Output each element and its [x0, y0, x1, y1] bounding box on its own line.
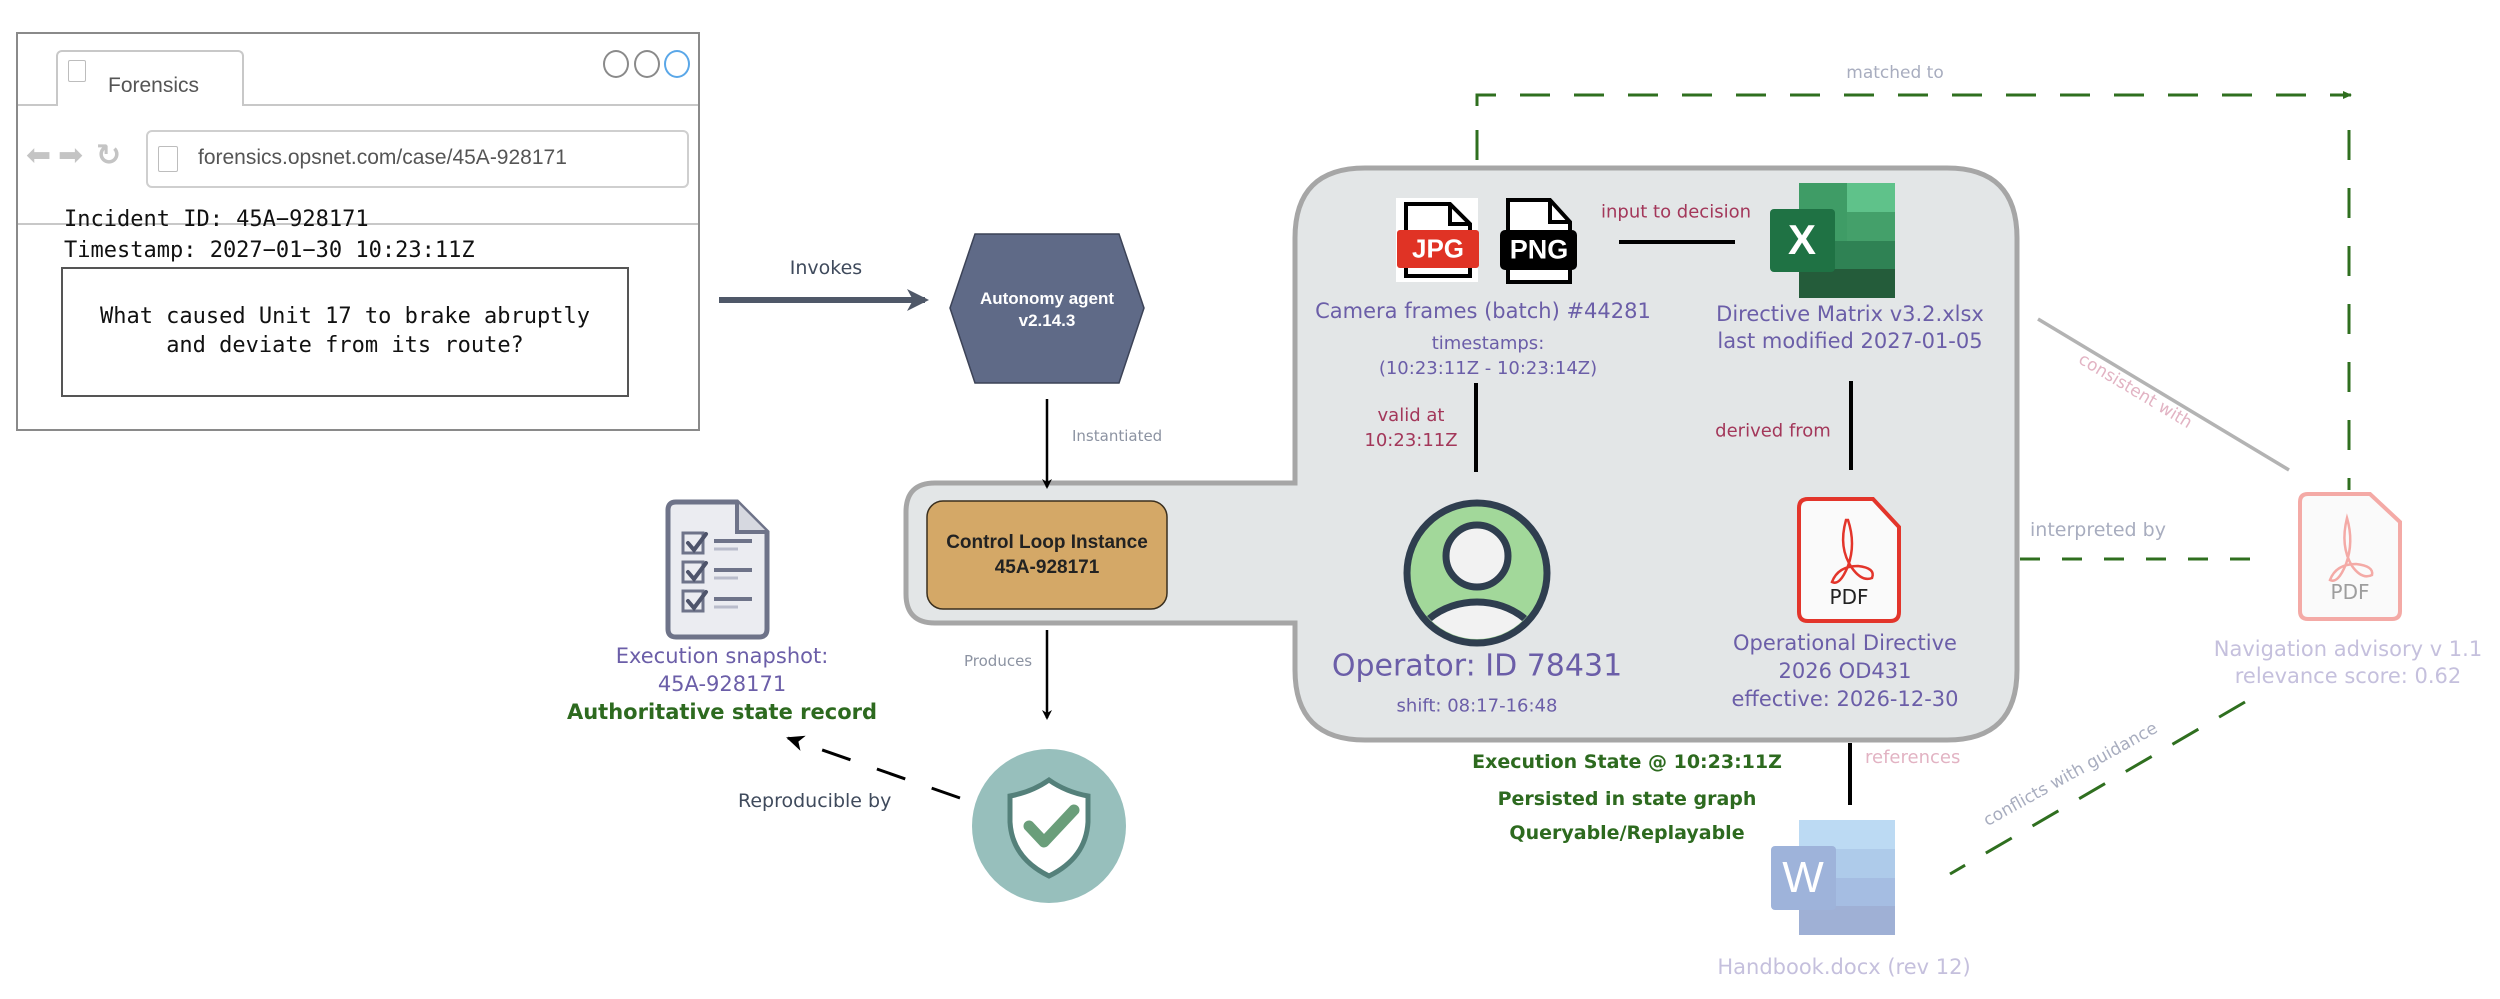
page-icon — [68, 60, 86, 82]
execution-state-title: Execution State @ 10:23:11Z — [1472, 751, 1782, 773]
op-directive-id: 2026 OD431 — [1778, 659, 1912, 683]
interpreted-by-label: interpreted by — [2030, 519, 2166, 541]
control-loop-id: 45A-928171 — [994, 557, 1100, 578]
execution-state-notes: Persisted in state graph Queryable/Repla… — [1498, 782, 1757, 850]
agent-version: v2.14.3 — [1018, 311, 1076, 330]
control-loop-label: Control Loop Instance 45A-928171 — [946, 530, 1148, 580]
valid-at-text: valid at — [1377, 405, 1445, 426]
directive-matrix-label: Directive Matrix v3.2.xlsx last modified… — [1716, 301, 1984, 355]
incident-id: Incident ID: 45A−928171 — [64, 207, 369, 232]
tab-bar-divider — [18, 104, 698, 106]
word-file-icon[interactable] — [1771, 820, 1895, 935]
png-file-icon[interactable] — [1500, 198, 1577, 284]
shield-check-icon[interactable] — [972, 749, 1126, 903]
reload-icon[interactable]: ↻ — [96, 138, 122, 173]
camera-timestamps: timestamps: (10:23:11Z - 10:23:14Z) — [1379, 331, 1597, 381]
op-directive-title: Operational Directive — [1733, 631, 1957, 655]
window-button-1[interactable] — [603, 50, 629, 78]
directive-matrix-title: Directive Matrix v3.2.xlsx — [1716, 302, 1984, 326]
consistent-with-edge — [2037, 317, 2290, 472]
operator-title: Operator: ID 78431 — [1331, 648, 1623, 684]
control-loop-title: Control Loop Instance — [946, 532, 1148, 553]
jpg-file-icon[interactable] — [1396, 198, 1479, 282]
png-badge: PNG — [1509, 234, 1569, 265]
reproducible-by-arrow — [786, 735, 961, 800]
matched-to-edge — [1475, 91, 2352, 490]
advisory-pdf-badge: PDF — [2330, 580, 2370, 604]
autonomy-agent-node[interactable] — [949, 233, 1145, 384]
advisory-pdf-icon[interactable] — [2298, 492, 2402, 621]
operational-directive-label: Operational Directive 2026 OD431 effecti… — [1731, 629, 1958, 713]
navigation-advisory-label: Navigation advisory v 1.1 relevance scor… — [2214, 636, 2482, 690]
address-bar[interactable]: forensics.opsnet.com/case/45A-928171 — [146, 130, 689, 188]
invokes-label: Invokes — [789, 257, 863, 279]
timestamps-range: (10:23:11Z - 10:23:14Z) — [1378, 358, 1598, 379]
arrow-right-icon[interactable]: ➡ — [58, 138, 84, 173]
tab-title: Forensics — [108, 74, 200, 97]
execution-snapshot-label: Execution snapshot: 45A-928171 Authorita… — [567, 642, 877, 726]
jpg-badge: JPG — [1411, 233, 1465, 264]
autonomy-agent-label: Autonomy agent v2.14.3 — [980, 288, 1114, 332]
reproducible-by-label: Reproducible by — [738, 790, 892, 812]
handbook-label: Handbook.docx (rev 12) — [1717, 955, 1971, 979]
question-box: What caused Unit 17 to brake abruptly an… — [61, 267, 629, 397]
input-to-decision-label: input to decision — [1600, 201, 1752, 223]
incident-timestamp: Timestamp: 2027−01−30 10:23:11Z — [64, 238, 475, 263]
url-text: forensics.opsnet.com/case/45A-928171 — [198, 146, 567, 169]
question-line-2: and deviate from its route? — [166, 333, 524, 358]
window-button-2[interactable] — [634, 50, 660, 78]
derived-from-label: derived from — [1715, 420, 1831, 442]
directive-matrix-modified: last modified 2027-01-05 — [1717, 329, 1983, 353]
page-icon — [158, 146, 178, 172]
execution-state-panel — [903, 165, 2020, 743]
matched-to-label: matched to — [1846, 63, 1944, 83]
advisory-title: Navigation advisory v 1.1 — [2213, 637, 2483, 661]
user-avatar-icon[interactable] — [1403, 499, 1551, 718]
incident-info: Incident ID: 45A−928171 Timestamp: 2027−… — [64, 204, 475, 266]
snapshot-id: 45A-928171 — [657, 672, 787, 696]
op-directive-effective: effective: 2026-12-30 — [1731, 687, 1959, 711]
instantiated-label: Instantiated — [1072, 427, 1163, 445]
valid-at-time: 10:23:11Z — [1364, 430, 1458, 451]
pdf-badge: PDF — [1829, 585, 1869, 609]
question-line-1: What caused Unit 17 to brake abruptly — [99, 304, 591, 329]
browser-window: Forensics ⬅ ➡ ↻ forensics.opsnet.com/cas… — [16, 32, 700, 431]
conflicts-with-guidance-edge — [1949, 700, 2246, 876]
checklist-document-icon — [665, 499, 770, 640]
window-button-3[interactable] — [664, 50, 690, 78]
queryable-note: Queryable/Replayable — [1509, 822, 1745, 844]
pdf-file-icon[interactable] — [1797, 497, 1901, 623]
control-loop-node[interactable] — [926, 500, 1168, 610]
operator-shift: shift: 08:17-16:48 — [1396, 695, 1558, 717]
advisory-relevance: relevance score: 0.62 — [2234, 664, 2462, 688]
references-label: references — [1865, 747, 1961, 768]
excel-badge: X — [1787, 216, 1817, 263]
persisted-note: Persisted in state graph — [1497, 788, 1757, 810]
camera-frames-title: Camera frames (batch) #44281 — [1315, 299, 1651, 323]
snapshot-status: Authoritative state record — [566, 700, 878, 724]
snapshot-title: Execution snapshot: — [615, 644, 829, 668]
toolbar-divider — [18, 223, 698, 225]
browser-tab-forensics[interactable]: Forensics — [56, 50, 244, 106]
produces-label: Produces — [964, 652, 1033, 670]
valid-at-label: valid at 10:23:11Z — [1364, 403, 1457, 453]
word-badge: W — [1782, 853, 1824, 902]
excel-file-icon[interactable] — [1770, 183, 1895, 298]
agent-name: Autonomy agent — [979, 289, 1115, 308]
arrow-left-icon[interactable]: ⬅ — [26, 138, 52, 173]
timestamps-label: timestamps: — [1431, 333, 1545, 354]
